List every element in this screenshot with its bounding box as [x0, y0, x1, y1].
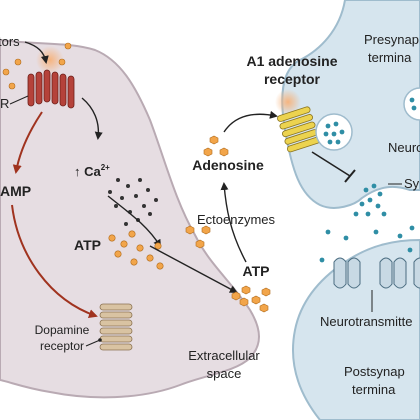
dopamine-label-line2: receptor [40, 339, 84, 353]
arrow-atp-to-adenosine [220, 182, 247, 263]
ectoenzymes-label: Ectoenzymes [197, 212, 276, 227]
a1-adenosine-receptor [275, 89, 321, 153]
arrow-calcium-release [107, 195, 162, 248]
a1-label-line1: A1 adenosine [246, 53, 337, 69]
receptors-label: tors [0, 34, 20, 49]
synapse-label: Sy [404, 176, 420, 191]
neuro-vesicle-label: Neuro [388, 140, 420, 155]
dopamine-label-line1: Dopamine [35, 323, 90, 337]
arrow-ligand [24, 41, 49, 64]
extracellular-label-line2: space [207, 366, 242, 381]
calcium-label: ↑ Ca2+ [74, 163, 110, 179]
extracellular-label-line1: Extracellular [188, 348, 260, 363]
presynaptic-label-line1: Presynap [364, 32, 419, 47]
postsynaptic-channel-3 [413, 257, 420, 289]
inhibition-bar [344, 169, 356, 183]
atp-right-label: ATP [243, 263, 270, 279]
camp-label: AMP [0, 183, 31, 199]
receptor-r-leader [9, 95, 29, 105]
dopamine-leader-dot [98, 338, 102, 342]
a1-label-line2: receptor [264, 71, 321, 87]
calcium-text: ↑ Ca [74, 164, 102, 179]
top-receptor [27, 46, 75, 109]
presynaptic-label-line2: termina [368, 50, 412, 65]
postsynaptic-channel-1 [333, 257, 361, 289]
ligand-dots-top [2, 42, 72, 90]
inhibition-line [311, 151, 351, 177]
arrow-camp-to-dopamine [11, 204, 98, 318]
neurotransmitter-release [319, 183, 415, 263]
arrow-to-calcium [81, 97, 103, 140]
adenosine-label: Adenosine [192, 157, 264, 173]
arrow-to-camp [12, 111, 43, 174]
atp-hexagons [185, 135, 271, 313]
vesicle-1 [315, 113, 353, 151]
arrow-adenosine-to-a1 [223, 110, 278, 133]
calcium-superscript: 2+ [101, 163, 110, 172]
atp-left-label: ATP [74, 237, 101, 253]
dopamine-receptor [99, 303, 133, 351]
postsynaptic-channel-2 [379, 257, 407, 289]
neurotransmitter-label: Neurotransmitte [320, 314, 412, 329]
vesicle-2 [403, 87, 420, 121]
dopamine-leader [85, 339, 101, 347]
receptor-r-label: R [0, 96, 9, 111]
postsynaptic-label-line2: termina [352, 382, 396, 397]
arrow-atp-release [149, 245, 238, 293]
atp-dots-left [108, 230, 164, 270]
postsynaptic-label-line1: Postsynap [344, 364, 405, 379]
